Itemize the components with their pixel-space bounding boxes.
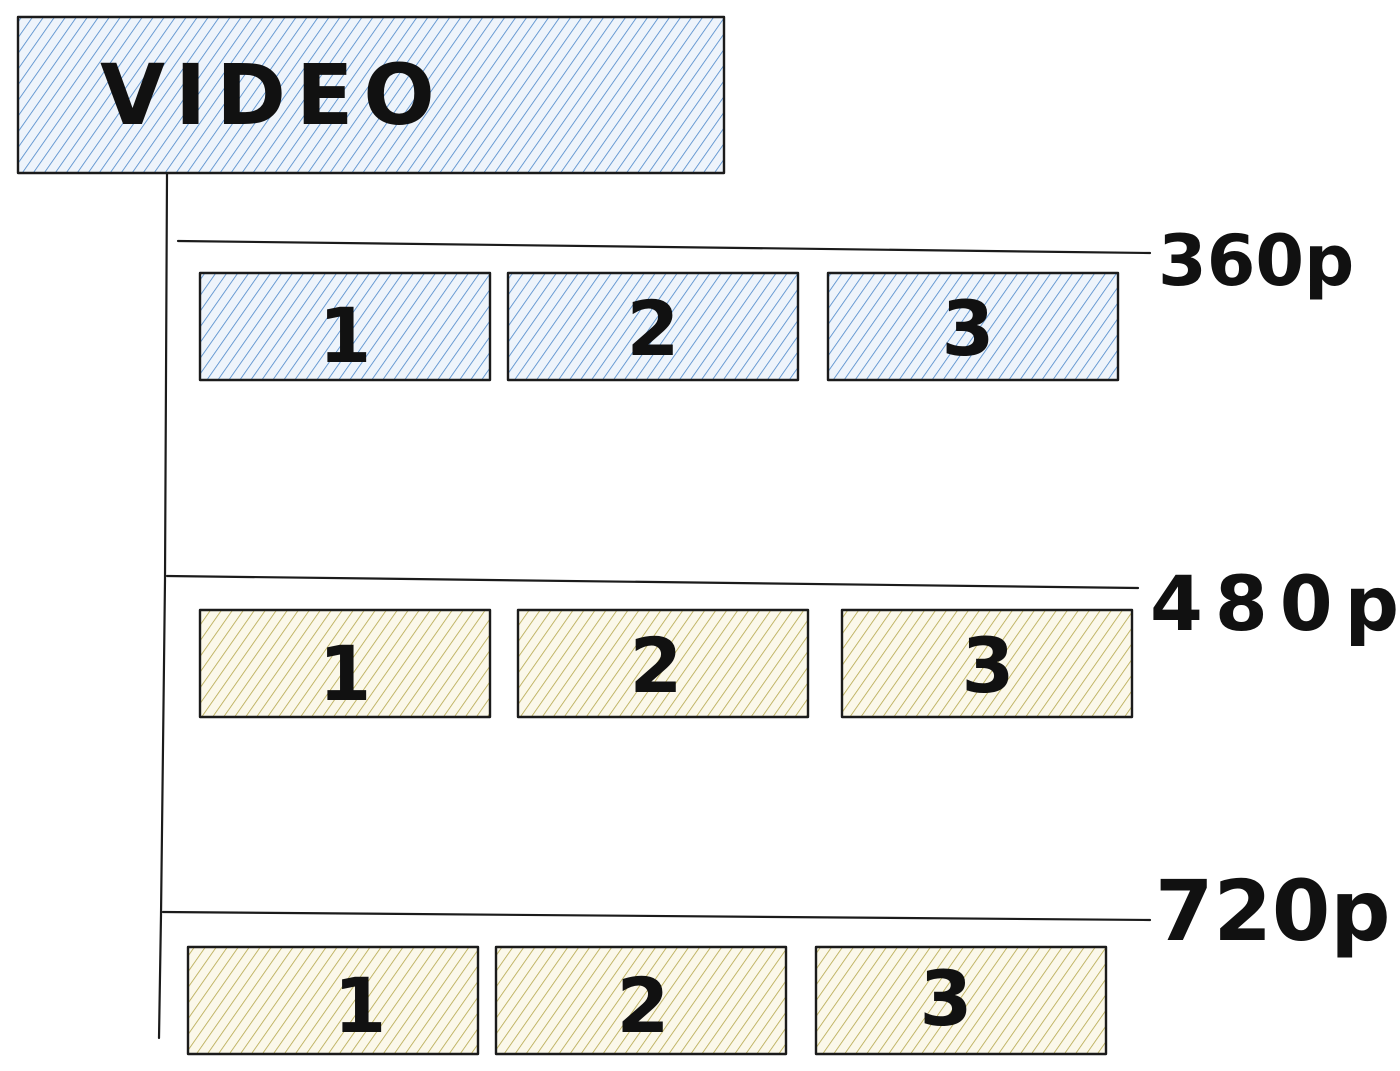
segment-number: 1 [334, 961, 387, 1050]
segment-box: 2 [516, 608, 810, 719]
segment-number: 2 [617, 961, 670, 1050]
video-box: VIDEO [16, 15, 726, 175]
tier-480p: 480p 1 2 3 [165, 559, 1400, 719]
segment-box: 1 [198, 271, 492, 382]
tier-360p: 360p 1 2 3 [176, 220, 1354, 382]
segment-number: 3 [920, 954, 973, 1043]
segment-box: 1 [198, 608, 492, 719]
segment-box: 3 [840, 608, 1134, 719]
tier-label: 480p [1150, 559, 1400, 648]
trunk-line [157, 172, 169, 1040]
segment-box: 2 [506, 271, 800, 382]
tier-rule [176, 239, 1152, 255]
segment-number: 1 [319, 629, 372, 718]
tier-rule [161, 910, 1152, 922]
segment-number: 1 [319, 291, 372, 380]
segment-number: 2 [630, 621, 683, 710]
tier-720p: 720p 1 2 3 [161, 862, 1390, 1056]
tier-rule [165, 574, 1140, 590]
segment-number: 2 [627, 284, 680, 373]
tier-label: 720p [1155, 862, 1390, 960]
tier-label: 360p [1158, 220, 1354, 302]
segment-box: 2 [494, 945, 788, 1056]
segment-box: 3 [826, 271, 1120, 382]
segment-box: 1 [186, 945, 480, 1056]
video-title: VIDEO [100, 46, 445, 144]
segment-number: 3 [942, 284, 995, 373]
segment-box: 3 [814, 945, 1108, 1056]
segment-number: 3 [962, 621, 1015, 710]
